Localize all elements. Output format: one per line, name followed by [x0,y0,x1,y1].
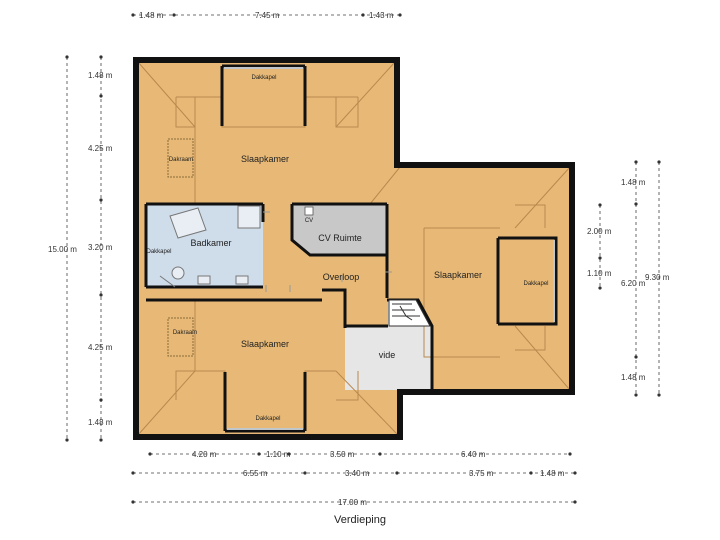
label-dormer-right: Dakkapel [523,281,548,287]
dim-bottom1-2: 1.10 m [266,450,291,459]
label-skylight-bottom: Dakraam [173,330,197,336]
dim-bottom2-1: 6.55 m [243,469,268,478]
dim-right-outer-2: 6.20 m [621,279,646,288]
doors [263,211,392,292]
label-dormer-bath: Dakkapel [146,249,171,255]
roof-lines [137,61,571,436]
label-dormer-bottom: Dakkapel [255,416,280,422]
dim-right-total: 9.30 m [645,273,670,282]
dim-bottom2-2: 3.40 m [345,469,370,478]
dim-left-1: 1.48 m [88,71,113,80]
dim-left-4: 4.25 m [88,343,113,352]
room-labels: Slaapkamer Slaapkamer Slaapkamer Badkame… [146,75,548,422]
room-label-vide: vide [379,350,396,360]
label-cv-unit: CV [305,218,313,224]
bathtub [169,207,207,239]
dim-right-inner-1: 2.00 m [587,227,612,236]
dim-bottom1-3: 3.50 m [330,450,355,459]
toilet [171,266,185,280]
dim-left-2: 4.25 m [88,144,113,153]
staircase [388,299,431,327]
room-label-landing: Overloop [323,272,360,282]
dimension-lines [66,14,660,503]
label-skylight-top: Dakraam [169,157,193,163]
outer-wall [133,57,575,440]
dim-top-2: 7.45 m [255,11,280,20]
room-label-bedroom-right: Slaapkamer [434,270,482,280]
dim-bottom1-4: 6.40 m [461,450,486,459]
dim-right-inner-2: 1.10 m [587,269,612,278]
cv-room-area [292,204,387,255]
walls [133,57,575,440]
shower-tray [237,205,261,229]
dim-bottom2-4: 1.48 m [540,469,565,478]
floor-areas [136,60,572,437]
dim-bottom1-1: 4.20 m [192,450,217,459]
room-label-bathroom: Badkamer [190,238,231,248]
dormer-windows [224,67,555,430]
bathroom-fixtures [159,205,261,288]
dim-right-outer-3: 1.48 m [621,373,646,382]
dimension-ticks [65,13,661,504]
dim-left-3: 3.20 m [88,243,113,252]
dim-top-3: 1.43 m [369,11,394,20]
floor-title: Verdieping [334,514,386,526]
skylight-bottom [167,317,194,357]
room-label-bedroom-top: Slaapkamer [241,154,289,164]
dimension-labels: 1.48 m 7.45 m 1.43 m 1.48 m 4.25 m 3.20 … [48,11,670,507]
dim-bottom-total: 17.00 m [338,498,367,507]
room-label-bedroom-bottom: Slaapkamer [241,339,289,349]
label-dormer-top: Dakkapel [251,75,276,81]
dim-left-5: 1.48 m [88,418,113,427]
dim-left-total: 15.00 m [48,245,77,254]
room-label-cv-room: CV Ruimte [318,233,362,243]
skylight-top [167,138,194,178]
dim-right-outer-1: 1.48 m [621,178,646,187]
dim-bottom2-3: 3.75 m [469,469,494,478]
dim-top-1: 1.48 m [139,11,164,20]
cv-unit-box [304,206,314,216]
sink-1 [197,275,211,285]
skylights [167,138,194,357]
sink-2 [235,275,249,285]
